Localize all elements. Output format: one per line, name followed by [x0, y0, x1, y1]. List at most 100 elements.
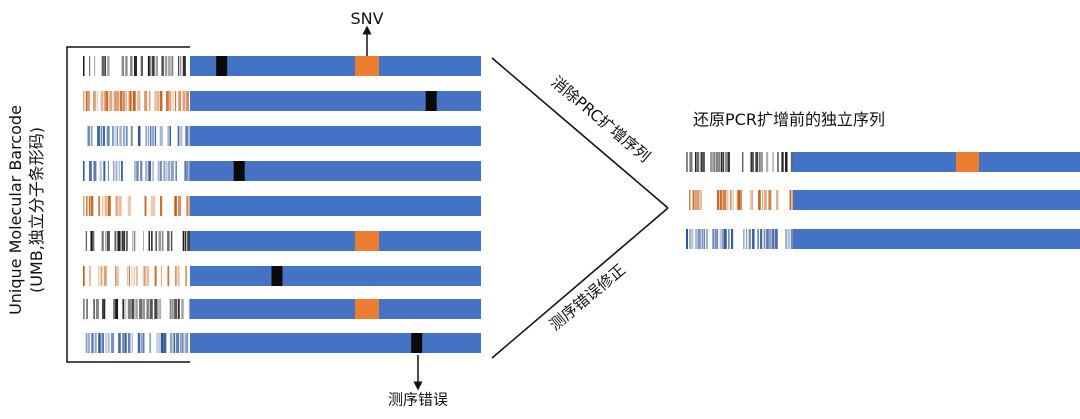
input-read-2: [83, 91, 481, 111]
barcode-stripe: [125, 299, 127, 319]
barcode-stripe: [177, 126, 180, 146]
barcode-stripe: [170, 161, 174, 181]
barcode-stripe: [113, 91, 117, 111]
umb-axis-label: Unique Molecular Barcode (UMB,独立分子条形码): [5, 105, 47, 315]
barcode-stripe: [124, 333, 127, 353]
barcode-stripe: [143, 231, 144, 251]
input-read-3: [83, 126, 481, 146]
barcode-stripe: [125, 126, 128, 146]
barcode-stripe: [174, 266, 177, 286]
snv-marker: [355, 231, 379, 251]
barcode-stripe: [113, 161, 115, 181]
barcode-stripe: [102, 196, 104, 216]
barcode-stripe: [118, 161, 120, 181]
barcode-stripe: [104, 56, 107, 76]
barcode-stripe: [169, 126, 171, 146]
barcode-stripe: [686, 152, 688, 172]
barcode-stripe: [185, 266, 188, 286]
barcode-stripe: [159, 299, 162, 319]
barcode-stripe: [749, 190, 752, 210]
barcode-stripe: [123, 91, 125, 111]
barcode-stripe: [154, 91, 157, 111]
barcode-stripe: [179, 126, 183, 146]
barcode-stripe: [140, 56, 144, 76]
barcode-stripe: [86, 196, 88, 216]
barcode-stripe: [101, 333, 104, 353]
barcode-stripe: [142, 266, 145, 286]
barcode-stripe: [701, 229, 704, 249]
barcode-stripe: [714, 229, 717, 249]
barcode-stripe: [789, 190, 792, 210]
barcode-stripe: [98, 266, 100, 286]
barcode-stripe: [103, 299, 106, 319]
barcode-stripe: [136, 161, 138, 181]
barcode-stripe: [750, 152, 753, 172]
barcode-stripe: [91, 333, 94, 353]
barcode-stripe: [724, 190, 726, 210]
barcode-stripe: [163, 161, 166, 181]
barcode-stripe: [763, 229, 766, 249]
barcode-stripe: [787, 229, 791, 249]
barcode-stripe: [170, 231, 173, 251]
snv-marker: [355, 56, 379, 76]
barcode-stripe: [90, 231, 93, 251]
barcode-stripe: [103, 91, 106, 111]
barcode-stripe: [115, 196, 118, 216]
umb-label-line1: Unique Molecular Barcode: [6, 105, 25, 315]
barcode-stripe: [165, 161, 168, 181]
barcode-stripe: [154, 299, 157, 319]
barcode-stripe: [177, 266, 180, 286]
barcode-stripe: [791, 229, 792, 249]
barcode-stripe: [137, 161, 139, 181]
barcode-stripe: [160, 266, 162, 286]
barcode-stripe: [91, 126, 93, 146]
barcode-stripe: [790, 152, 793, 172]
barcode-stripe: [144, 266, 146, 286]
barcode-stripe: [771, 229, 775, 249]
barcode-stripe: [106, 126, 110, 146]
barcode-stripe: [160, 196, 163, 216]
barcode-stripe: [106, 231, 110, 251]
barcode-stripe: [120, 161, 123, 181]
barcode-stripe: [88, 333, 90, 353]
input-read-5: [83, 196, 481, 216]
barcode-stripe: [94, 333, 97, 353]
snv-marker: [956, 152, 979, 172]
barcode-stripe: [156, 333, 158, 353]
barcode-stripe: [104, 196, 108, 216]
barcode-stripe: [732, 190, 734, 210]
read-sequence: [190, 231, 481, 251]
barcode-stripe: [125, 56, 128, 76]
output-reads-group: [686, 152, 1080, 249]
barcode-stripe: [178, 91, 182, 111]
input-read-6: [83, 231, 481, 251]
barcode-stripe: [138, 91, 141, 111]
barcode-stripe: [755, 152, 759, 172]
barcode-stripe: [736, 190, 738, 210]
read-sequence: [190, 161, 481, 181]
barcode-stripe: [122, 333, 125, 353]
barcode-stripe: [107, 196, 111, 216]
barcode-stripe: [169, 299, 172, 319]
barcode-stripe: [152, 56, 155, 76]
barcode-stripe: [87, 126, 91, 146]
barcode-stripe: [188, 126, 190, 146]
barcode-stripe: [777, 152, 779, 172]
funnel-bottom-line: [491, 207, 669, 359]
barcode-stripe: [178, 56, 180, 76]
barcode-stripe: [168, 56, 171, 76]
barcode-stripe: [168, 91, 172, 111]
barcode-stripe: [147, 126, 150, 146]
barcode-stripe: [102, 299, 104, 319]
barcode-stripe: [730, 229, 734, 249]
barcode-stripe: [722, 190, 725, 210]
barcode-stripe: [689, 152, 693, 172]
barcode-stripe: [90, 196, 94, 216]
barcode-background: [686, 152, 793, 172]
barcode-stripe: [83, 266, 85, 286]
barcode-stripe: [122, 56, 124, 76]
barcode-stripe: [83, 161, 85, 181]
barcode-stripe: [686, 229, 688, 249]
barcode-stripe: [712, 229, 715, 249]
barcode-stripe: [719, 190, 723, 210]
